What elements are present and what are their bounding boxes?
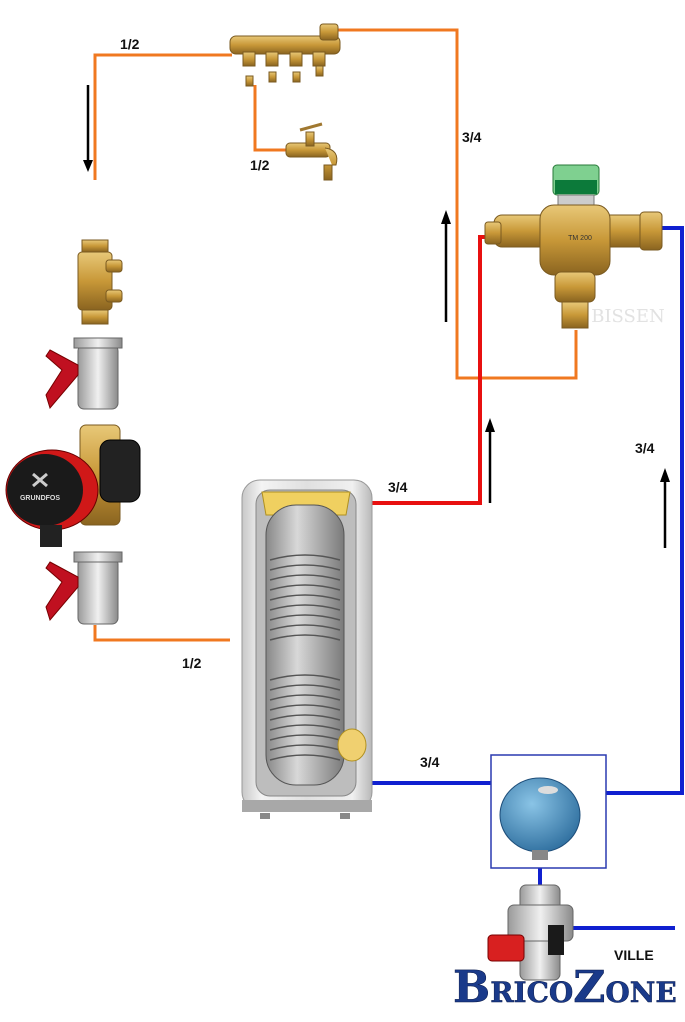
circulator-pump[interactable]: GRUNDFOS (5, 424, 141, 547)
label-cold-right: 3/4 (635, 440, 655, 456)
svg-text:BRICOZONE: BRICOZONE (453, 962, 677, 1013)
label-city: VILLE (614, 947, 654, 963)
hot-recirc-pipes (93, 28, 578, 642)
pump-brand: GRUNDFOS (20, 495, 60, 502)
label-tank-return: 1/2 (182, 655, 202, 671)
logo-b: B (453, 962, 490, 1013)
expansion-vessel-group[interactable] (490, 754, 607, 869)
pipe-tap (253, 85, 288, 152)
arrow-up-hot (485, 418, 495, 503)
watermark: BISSEN (591, 306, 665, 327)
flow-arrows (83, 85, 670, 548)
size-labels: 1/2 1/2 3/4 3/4 3/4 1/2 3/4 VILLE (120, 36, 655, 963)
pipe-pump-tank (93, 625, 230, 642)
valve-handle-red (45, 561, 79, 622)
label-tank-cold-in: 3/4 (420, 754, 440, 770)
ball-valve-upper[interactable] (45, 337, 123, 410)
safety-valve-red (487, 934, 525, 962)
cold-pipes (372, 226, 684, 930)
ball-valve-lower[interactable] (45, 551, 123, 625)
heat-exchanger-coils (269, 554, 341, 761)
label-top-right: 3/4 (462, 129, 482, 145)
arrow-up-cold (660, 468, 670, 548)
thermostatic-mixing-valve[interactable]: TM 200 BISSEN (484, 164, 665, 329)
arrow-up-middle (441, 210, 451, 322)
pump-logo-icon (32, 472, 48, 488)
pipe-top-left (93, 53, 232, 180)
label-top-left: 1/2 (120, 36, 140, 52)
logo-z: Z (573, 962, 605, 1013)
check-valve[interactable] (77, 239, 123, 325)
valve-handle-red (45, 349, 79, 410)
logo-one: ONE (605, 976, 676, 1009)
label-tank-hot-out: 3/4 (388, 479, 408, 495)
valve-text: TM 200 (568, 235, 592, 242)
pipe-hot-out (372, 235, 494, 505)
safety-group[interactable] (487, 884, 574, 981)
pipe-cold-mixer (606, 226, 684, 795)
logo-rico: RICO (490, 976, 573, 1009)
arrow-down-left (83, 85, 93, 172)
garden-tap[interactable] (285, 122, 338, 181)
bricozone-logo: BRICOZONE (453, 962, 677, 1014)
hot-water-tank[interactable] (241, 479, 373, 819)
pipe-top-right (335, 28, 578, 380)
label-tap: 1/2 (250, 157, 270, 173)
brass-manifold[interactable] (229, 23, 341, 87)
